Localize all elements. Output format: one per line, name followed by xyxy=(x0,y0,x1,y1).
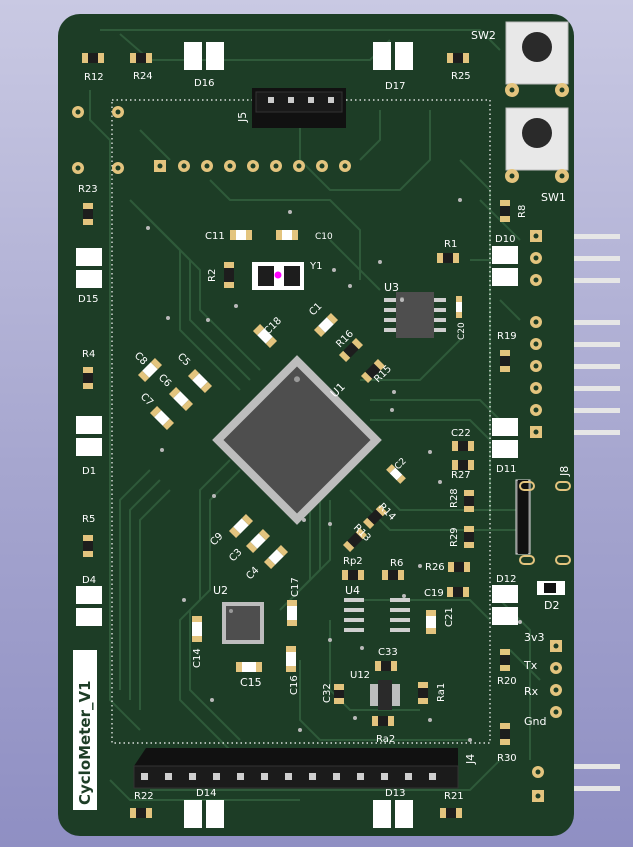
label-j8: J8 xyxy=(558,466,571,477)
board-title-group: CycloMeter_V1 xyxy=(73,650,97,810)
label-r29: R29 xyxy=(449,527,460,547)
label-c16: C16 xyxy=(289,675,300,695)
diodes xyxy=(76,42,565,828)
j5-connector xyxy=(252,88,346,128)
pad-row xyxy=(154,160,351,172)
label-r27: R27 xyxy=(451,470,471,481)
label-r25: R25 xyxy=(451,71,471,82)
label-r5: R5 xyxy=(82,514,95,525)
label-r30: R30 xyxy=(497,753,517,764)
label-c14: C14 xyxy=(192,648,203,668)
label-j5: J5 xyxy=(236,112,249,123)
label-u12: U12 xyxy=(350,670,370,681)
label-r6: R6 xyxy=(390,558,403,569)
label-d2: D2 xyxy=(544,599,559,612)
switch-sw2[interactable] xyxy=(505,21,569,97)
label-r20: R20 xyxy=(497,676,517,687)
label-u2: U2 xyxy=(213,584,228,597)
label-ra1: Ra1 xyxy=(436,683,447,702)
label-r12: R12 xyxy=(84,72,104,83)
label-c17: C17 xyxy=(290,577,301,597)
label-r26: R26 xyxy=(425,562,445,573)
label-r8: R8 xyxy=(517,205,528,218)
right-header-pads xyxy=(530,230,562,802)
label-d13: D13 xyxy=(385,788,405,799)
label-ra2: Ra2 xyxy=(376,734,395,745)
chip-u12 xyxy=(370,680,400,710)
label-d16: D16 xyxy=(194,78,214,89)
label-j4: J4 xyxy=(464,754,477,765)
label-c32: C32 xyxy=(322,683,333,703)
label-d12: D12 xyxy=(496,574,516,585)
label-r4: R4 xyxy=(82,349,95,360)
label-c15: C15 xyxy=(240,676,262,689)
chip-u3 xyxy=(384,292,446,338)
label-r19: R19 xyxy=(497,331,517,342)
label-r21: R21 xyxy=(444,791,464,802)
label-r24: R24 xyxy=(133,71,153,82)
label-3v3: 3v3 xyxy=(524,631,545,644)
label-sw1: SW1 xyxy=(541,191,566,204)
label-u4: U4 xyxy=(345,584,360,597)
label-d11: D11 xyxy=(496,464,516,475)
label-d10: D10 xyxy=(495,234,515,245)
board-title: CycloMeter_V1 xyxy=(76,680,94,805)
label-r23: R23 xyxy=(78,184,98,195)
label-d17: D17 xyxy=(385,81,405,92)
label-c20: C20 xyxy=(457,322,467,340)
chip-u2 xyxy=(222,602,264,644)
label-gnd: Gnd xyxy=(524,715,546,728)
switch-sw1[interactable] xyxy=(505,107,569,183)
label-r28: R28 xyxy=(449,488,460,508)
label-r2: R2 xyxy=(207,269,218,282)
crystal-y1 xyxy=(252,262,304,290)
label-c10: C10 xyxy=(315,232,333,242)
connector-j4 xyxy=(133,748,459,789)
label-d15: D15 xyxy=(78,294,98,305)
through-holes xyxy=(72,106,124,174)
label-c11: C11 xyxy=(205,231,225,242)
label-d4: D4 xyxy=(82,575,96,586)
label-c33: C33 xyxy=(378,647,398,658)
label-c21: C21 xyxy=(444,607,455,627)
label-rp2: Rp2 xyxy=(343,556,363,567)
label-c19: C19 xyxy=(424,588,444,599)
vias xyxy=(146,198,522,742)
label-tx: Tx xyxy=(523,659,538,672)
label-d14: D14 xyxy=(196,788,216,799)
label-u3: U3 xyxy=(384,281,399,294)
label-y1: Y1 xyxy=(309,261,322,272)
d2-body xyxy=(544,583,556,593)
label-r22: R22 xyxy=(134,791,154,802)
chip-u4 xyxy=(344,598,410,632)
connector-j8 xyxy=(515,479,571,565)
passives xyxy=(82,53,510,818)
label-c22: C22 xyxy=(451,428,471,439)
right-header-pins xyxy=(568,234,620,791)
label-rx: Rx xyxy=(524,685,539,698)
label-d1: D1 xyxy=(82,466,96,477)
label-sw2: SW2 xyxy=(471,29,496,42)
label-r1: R1 xyxy=(444,239,457,250)
